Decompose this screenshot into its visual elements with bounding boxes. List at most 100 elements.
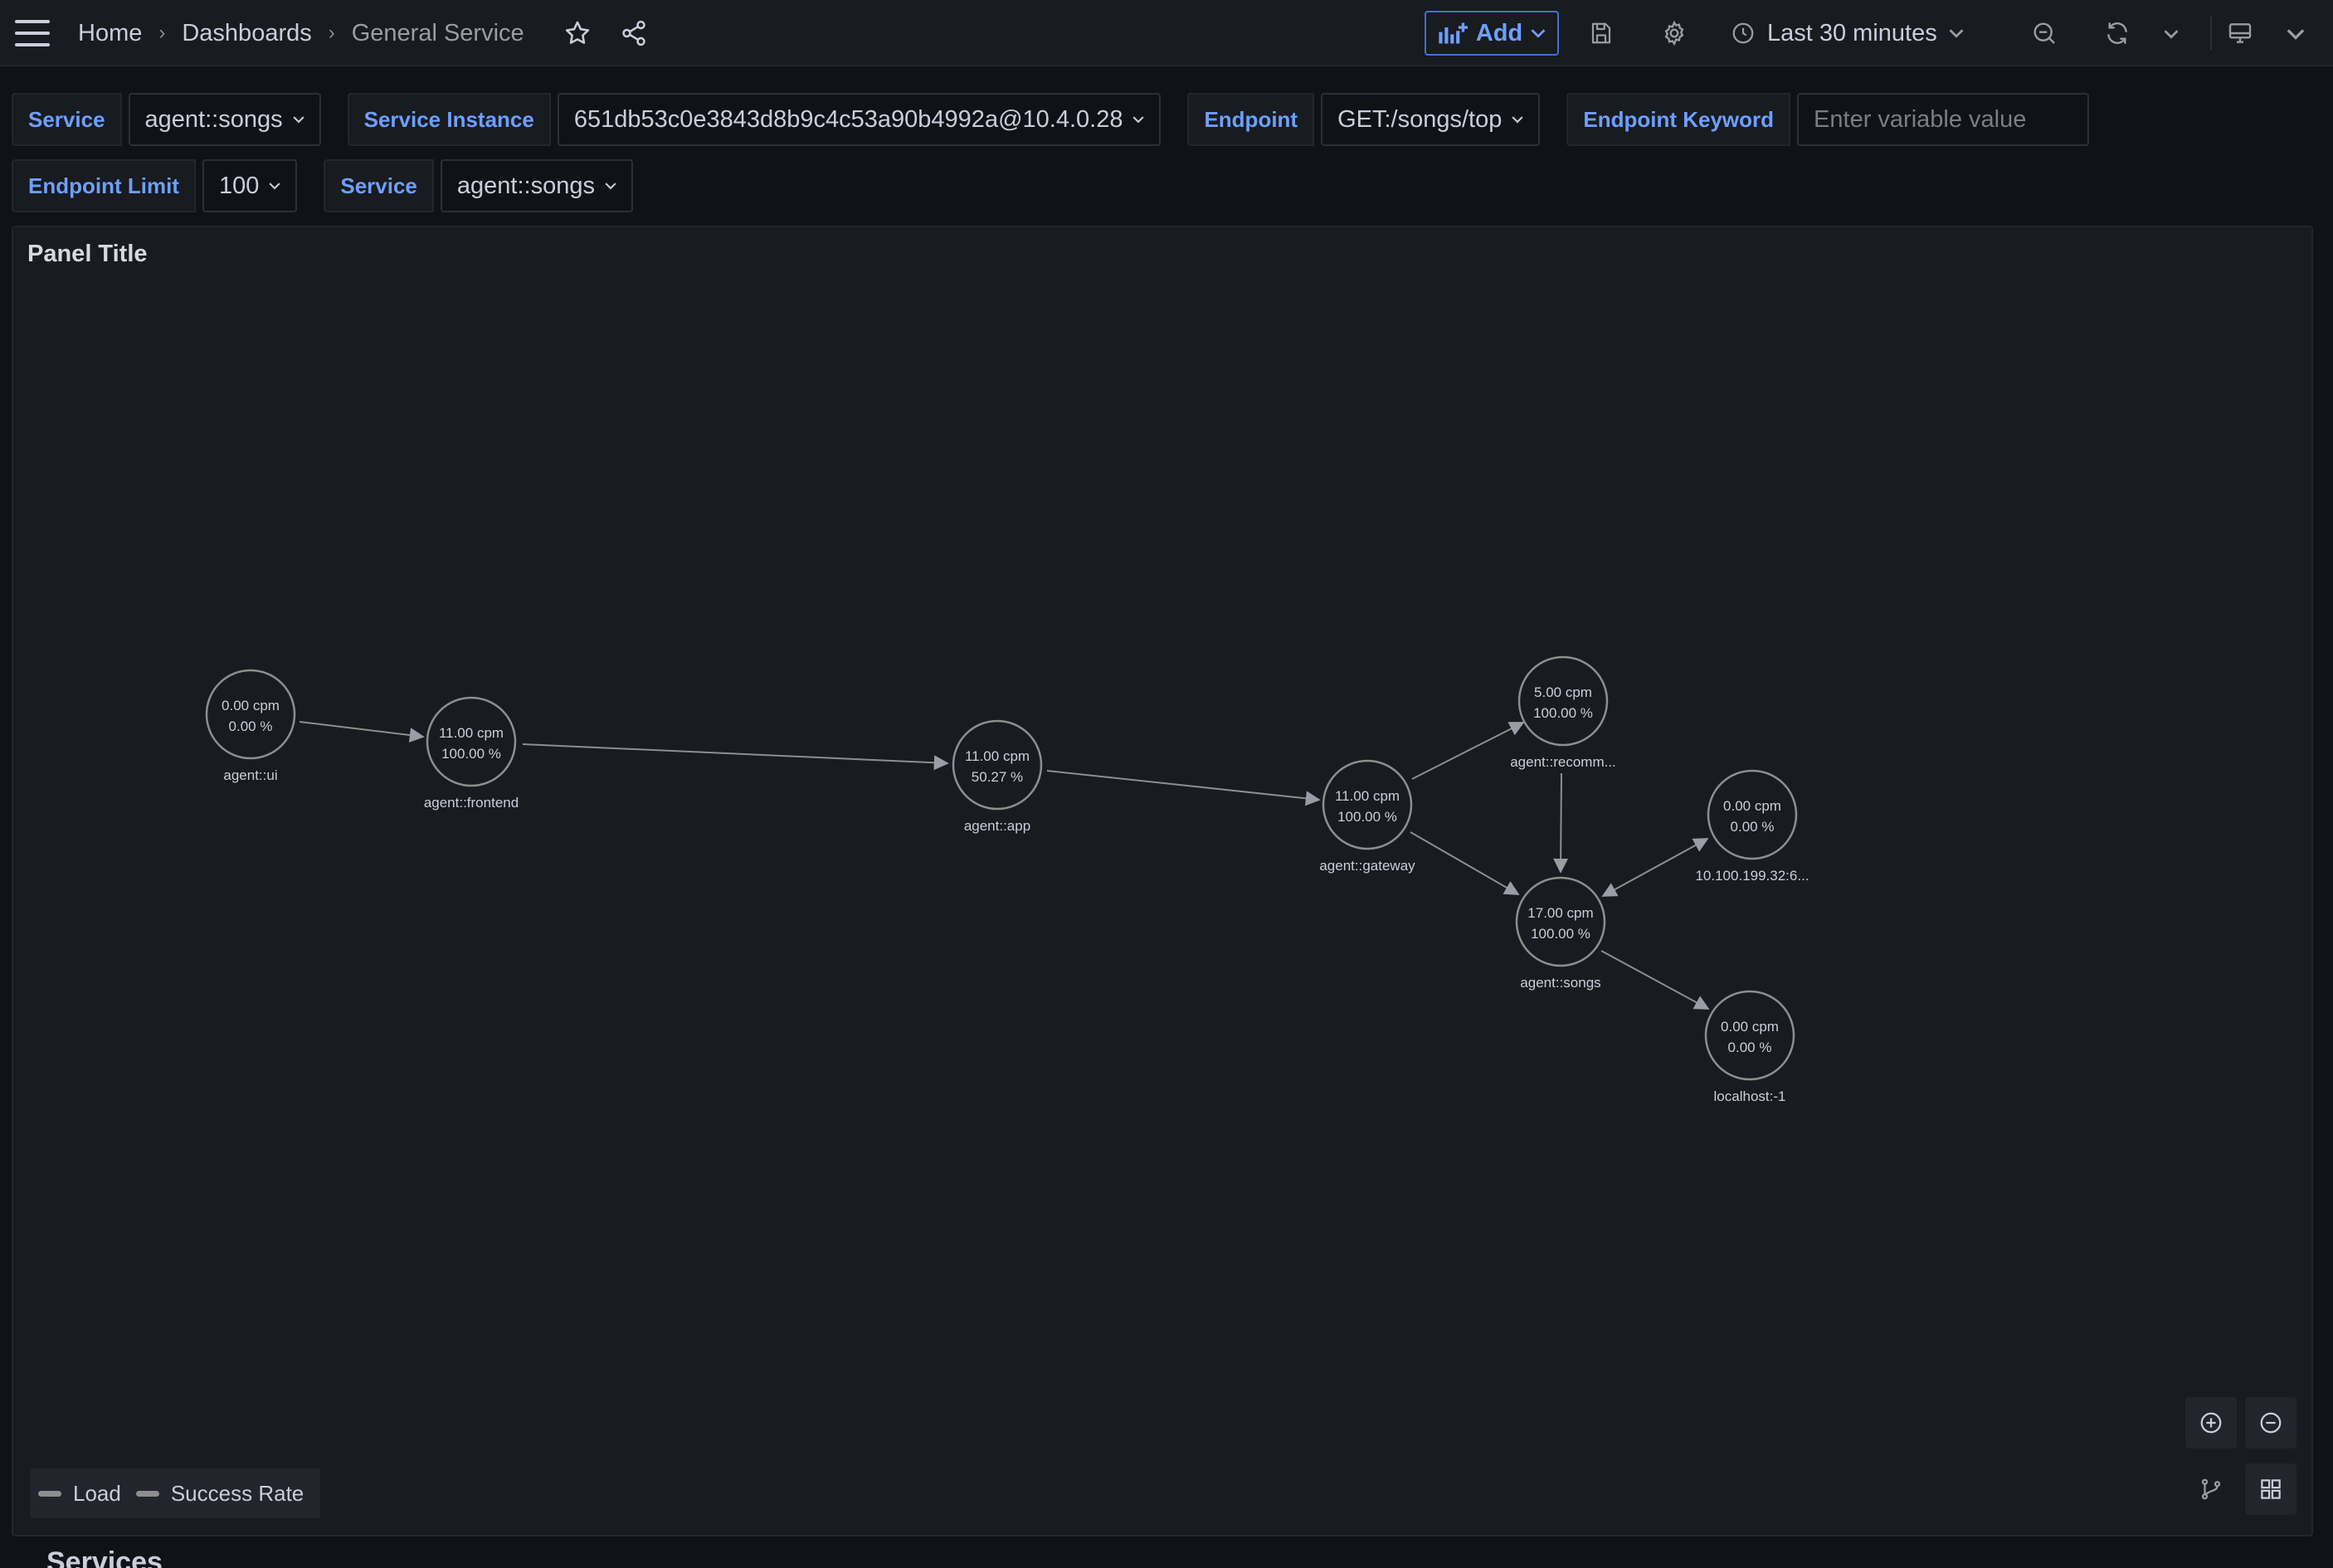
node-load-text: 0.00 cpm <box>222 698 280 713</box>
service-variable-label: Service <box>12 93 122 146</box>
panel-title: Panel Title <box>27 241 148 267</box>
layout-grid-button[interactable] <box>2245 1463 2296 1515</box>
node-success-text: 0.00 % <box>1731 819 1775 835</box>
breadcrumb-dashboards[interactable]: Dashboards <box>182 19 312 46</box>
menu-icon[interactable] <box>15 20 50 46</box>
save-icon[interactable] <box>1585 17 1618 50</box>
zoom-in-icon <box>2200 1412 2222 1434</box>
chevron-down-icon <box>293 116 304 124</box>
service-instance-variable-value: 651db53c0e3843d8b9c4c53a90b4992a@10.4.0.… <box>573 105 1123 133</box>
breadcrumb: Home › Dashboards › General Service <box>78 15 524 51</box>
node-success-text: 0.00 % <box>1728 1040 1772 1055</box>
graph-node-agent-recommendation[interactable]: 5.00 cpm 100.00 % agent::recomm... <box>1510 655 1616 770</box>
layout-graph-button[interactable] <box>2185 1463 2237 1515</box>
chevron-down-icon <box>1531 29 1546 38</box>
graph-node-agent-gateway[interactable]: 11.00 cpm 100.00 % agent::gateway <box>1319 759 1415 874</box>
graph-node-ip-address[interactable]: 0.00 cpm 0.00 % 10.100.199.32:6... <box>1695 769 1809 884</box>
variables-row-2: Endpoint Limit 100 Service agent::songs <box>12 158 633 213</box>
node-success-text: 100.00 % <box>1533 705 1593 721</box>
share-icon[interactable] <box>617 17 650 50</box>
star-icon[interactable] <box>561 17 594 50</box>
graph-legend: Load Success Rate <box>30 1468 320 1518</box>
legend-item-success-rate[interactable]: Success Rate <box>135 1480 304 1507</box>
endpoint-limit-variable-select[interactable]: 100 <box>202 159 298 212</box>
node-load-text: 17.00 cpm <box>1527 905 1593 921</box>
node-label: 10.100.199.32:6... <box>1695 868 1809 884</box>
gear-icon[interactable] <box>1658 17 1691 50</box>
graph-node-agent-ui[interactable]: 0.00 cpm 0.00 % agent::ui <box>205 669 296 783</box>
node-success-text: 100.00 % <box>1531 926 1590 942</box>
service-variable-select[interactable]: agent::songs <box>128 93 321 146</box>
endpoint-variable-select[interactable]: GET:/songs/top <box>1321 93 1541 146</box>
endpoint-limit-variable-value: 100 <box>218 172 260 199</box>
node-load-text: 11.00 cpm <box>1335 788 1400 804</box>
node-success-text: 50.27 % <box>972 769 1023 785</box>
breadcrumb-home[interactable]: Home <box>78 19 143 46</box>
edge-frontend-app[interactable] <box>522 743 949 771</box>
top-navbar: Home › Dashboards › General Service Add … <box>0 0 2333 66</box>
graph-node-agent-songs[interactable]: 17.00 cpm 100.00 % agent::songs <box>1515 876 1606 991</box>
edge-songs-localhost[interactable] <box>1600 950 1710 1010</box>
legend-label: Success Rate <box>170 1480 304 1506</box>
endpoint-variable-value: GET:/songs/top <box>1337 105 1503 133</box>
endpoint-keyword-variable-label: Endpoint Keyword <box>1566 93 1791 146</box>
chevron-down-icon <box>605 183 616 190</box>
add-panel-icon <box>1439 22 1468 44</box>
node-label: agent::gateway <box>1319 858 1415 874</box>
node-graph-panel: Panel Title 0.00 cpm 0.00 % agent::ui <box>12 226 2313 1536</box>
chevron-right-icon: › <box>328 22 335 44</box>
zoom-out-time-icon[interactable] <box>2028 17 2061 50</box>
branch-icon <box>2201 1478 2221 1500</box>
clock-icon <box>1732 22 1754 44</box>
node-label: agent::songs <box>1520 975 1600 991</box>
edge-songs-ip[interactable] <box>1601 838 1709 897</box>
breadcrumb-current-dashboard: General Service <box>351 19 524 46</box>
node-graph[interactable]: 0.00 cpm 0.00 % agent::ui 11.00 cpm 100.… <box>13 227 2315 1538</box>
edge-ui-frontend[interactable] <box>299 721 425 743</box>
endpoint-keyword-input[interactable] <box>1797 93 2090 146</box>
toolbar-divider <box>2210 17 2212 50</box>
edge-gateway-recomm[interactable] <box>1411 722 1525 780</box>
zoom-out-icon <box>2260 1412 2282 1434</box>
service-instance-variable-select[interactable]: 651db53c0e3843d8b9c4c53a90b4992a@10.4.0.… <box>557 93 1162 146</box>
node-label: agent::frontend <box>424 795 519 811</box>
time-range-picker[interactable]: Last 30 minutes <box>1731 12 1964 55</box>
endpoint-variable-label: Endpoint <box>1187 93 1315 146</box>
node-load-text: 5.00 cpm <box>1534 684 1592 700</box>
tv-mode-icon[interactable] <box>2223 17 2257 50</box>
node-load-text: 11.00 cpm <box>965 748 1030 764</box>
node-success-text: 0.00 % <box>229 718 273 734</box>
node-success-text: 100.00 % <box>441 746 501 762</box>
chevron-down-icon <box>1949 29 1964 38</box>
view-mode-chevron-down-icon[interactable] <box>2283 22 2308 46</box>
edge-gateway-songs[interactable] <box>1410 831 1520 895</box>
graph-node-localhost[interactable]: 0.00 cpm 0.00 % localhost:-1 <box>1704 990 1795 1104</box>
service-2-variable-select[interactable]: agent::songs <box>440 159 633 212</box>
service-instance-variable-label: Service Instance <box>347 93 551 146</box>
edge-app-gateway[interactable] <box>1046 770 1321 806</box>
chevron-down-icon <box>1512 116 1523 124</box>
refresh-interval-chevron-down-icon[interactable] <box>2159 22 2184 46</box>
node-load-text: 11.00 cpm <box>439 725 504 741</box>
graph-node-agent-app[interactable]: 11.00 cpm 50.27 % agent::app <box>952 719 1043 834</box>
zoom-out-button[interactable] <box>2245 1397 2296 1449</box>
legend-swatch <box>135 1490 159 1497</box>
graph-node-agent-frontend[interactable]: 11.00 cpm 100.00 % agent::frontend <box>424 696 519 811</box>
add-button-label: Add <box>1475 19 1523 46</box>
node-label: agent::app <box>964 818 1030 834</box>
zoom-in-button[interactable] <box>2185 1397 2237 1449</box>
legend-label: Load <box>73 1480 121 1506</box>
node-label: agent::recomm... <box>1510 754 1616 770</box>
chevron-down-icon <box>269 183 280 190</box>
service-2-variable-value: agent::songs <box>456 172 595 199</box>
endpoint-limit-variable-label: Endpoint Limit <box>12 159 196 212</box>
add-button[interactable]: Add <box>1425 11 1559 56</box>
variables-row-1: Service agent::songs Service Instance 65… <box>12 92 2090 147</box>
grid-icon <box>2261 1479 2281 1499</box>
chevron-right-icon: › <box>158 22 166 44</box>
service-variable-value: agent::songs <box>144 105 283 133</box>
next-section-heading: Services <box>46 1546 163 1568</box>
node-load-text: 0.00 cpm <box>1721 1019 1779 1035</box>
legend-item-load[interactable]: Load <box>38 1481 121 1507</box>
refresh-icon[interactable] <box>2101 17 2134 50</box>
